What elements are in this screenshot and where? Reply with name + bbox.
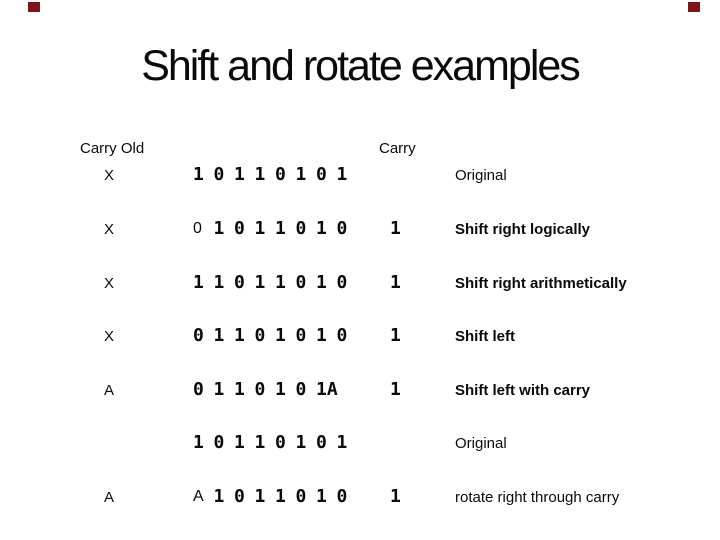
column-header-carry: Carry (379, 140, 416, 157)
bit-cell: 1 (213, 218, 225, 239)
bit-cell: 1 (295, 432, 307, 453)
bit-cell: 1 (275, 325, 286, 346)
bit-cell: 1 (316, 486, 327, 507)
bit-cell: 1 (275, 486, 286, 507)
bit-cell: 0 (234, 272, 245, 293)
slide-accent-mark-right (688, 2, 700, 12)
bit-cell: 0 (193, 325, 204, 346)
slide-accent-mark-left (28, 2, 40, 12)
bit-cell: 0 (295, 272, 307, 293)
bit-cell: 1 (336, 432, 348, 453)
column-header-carry-old: Carry Old (80, 140, 145, 157)
bit-cell: 1 (316, 325, 327, 346)
bit-cell: 1 (213, 325, 225, 346)
bit-cell: 0 (254, 325, 266, 346)
bit-cell: 0 (336, 272, 348, 293)
bit-cell: 1 (254, 486, 266, 507)
row-label: X (104, 275, 115, 292)
row-description: rotate right through carry (455, 489, 620, 506)
bit-cell: 1 (193, 272, 204, 293)
row-label: A (104, 489, 115, 506)
row-carry-value: 1 (390, 486, 401, 507)
bit-cell: 1 (316, 272, 327, 293)
bit-cell: 1 (193, 432, 204, 453)
bit-cell: 1 (234, 432, 245, 453)
bit-cell: 0 (295, 379, 307, 400)
bit-cell: 1 (234, 379, 245, 400)
bit-cell: 1 (316, 218, 327, 239)
bit-cell: 1 (254, 218, 266, 239)
row-description: Shift left with carry (455, 382, 591, 399)
row-carry-value: 1 (390, 325, 401, 346)
bit-cell: 0 (193, 379, 204, 400)
bit-cell: 1 (234, 164, 245, 185)
bit-cell: 1 (213, 379, 225, 400)
bit-cell: 0 (254, 379, 266, 400)
slide-title: Shift and rotate examples (141, 42, 581, 90)
bit-cell: 1 (275, 379, 286, 400)
row-description: Original (455, 435, 507, 452)
bit-cell: 1 (254, 164, 266, 185)
bit-cell: 0 (234, 486, 245, 507)
bit-cell: 1 (193, 164, 204, 185)
row-carry-value: 1 (390, 379, 401, 400)
bit-cell: 1 (254, 432, 266, 453)
row-label: A (104, 382, 115, 399)
bit-cell: 0 (336, 218, 348, 239)
bit-cell: 0 (295, 218, 307, 239)
row-description: Original (455, 167, 507, 184)
bit-cell: 0 (193, 220, 202, 237)
row-label: X (104, 328, 115, 345)
bit-cell: 0 (275, 164, 286, 185)
bit-cell: 1 (336, 164, 348, 185)
row-description: Shift right logically (455, 221, 591, 238)
bit-cell: 1A (316, 379, 338, 400)
bit-cell: 1 (275, 218, 286, 239)
bit-cell: 1 (234, 325, 245, 346)
row-description: Shift right arithmetically (455, 275, 627, 292)
row-label: X (104, 167, 115, 184)
bit-cell: 0 (295, 325, 307, 346)
row-carry-value: 1 (390, 218, 401, 239)
bit-cell: 0 (275, 432, 286, 453)
bit-cell: 0 (213, 164, 225, 185)
bit-cell: 0 (295, 486, 307, 507)
row-description: Shift left (455, 328, 515, 345)
bit-cell: 1 (213, 486, 225, 507)
row-carry-value: 1 (390, 272, 401, 293)
bit-cell: 0 (336, 486, 348, 507)
bit-cell: 1 (213, 272, 225, 293)
bit-cell: 0 (213, 432, 225, 453)
bit-cell: 1 (254, 272, 266, 293)
bit-cell: 0 (316, 164, 327, 185)
bit-cell: 1 (295, 164, 307, 185)
bit-cell: 1 (275, 272, 286, 293)
bit-cell: 0 (316, 432, 327, 453)
bit-cell: A (193, 488, 204, 505)
bit-cell: 0 (234, 218, 245, 239)
bit-cell: 0 (336, 325, 348, 346)
row-label: X (104, 221, 115, 238)
